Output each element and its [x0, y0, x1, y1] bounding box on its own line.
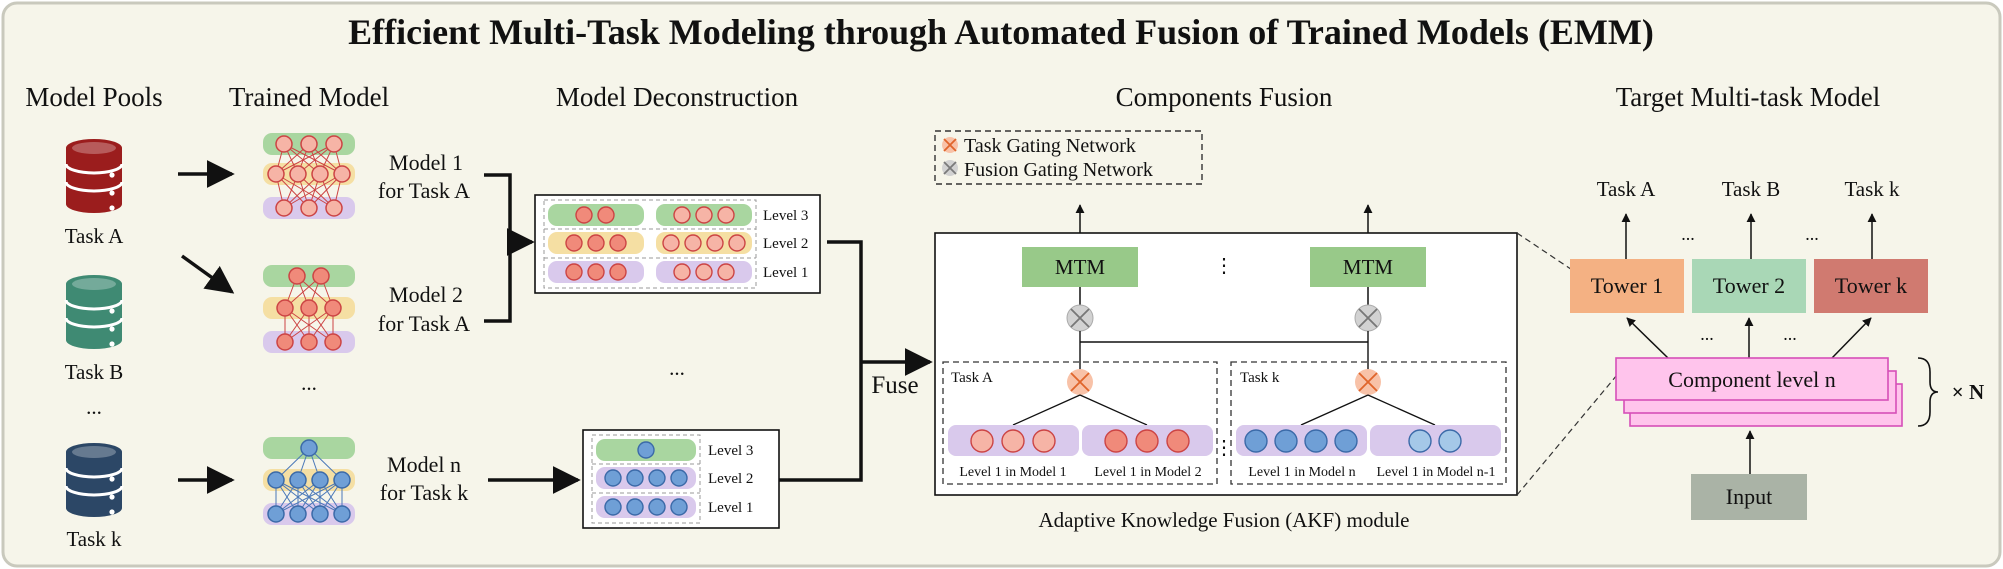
- mtm-label-right: MTM: [1343, 255, 1394, 279]
- nodes-model-1: [970, 429, 1056, 453]
- fuse-label: Fuse: [871, 372, 918, 399]
- model-n-label: Model n: [387, 452, 461, 477]
- figure-title: Efficient Multi-Task Modeling through Au…: [348, 12, 1654, 52]
- target-mid-ellipsis-1: ...: [1700, 324, 1714, 344]
- repeat-brace: [1917, 357, 1939, 427]
- model-2-task: for Task A: [378, 311, 470, 336]
- arrow-pool-to-model-2: [180, 254, 235, 294]
- task-k-gate-lines: [1300, 394, 1436, 426]
- database-icon-task-b: [64, 273, 124, 351]
- target-mid-ellipsis-2: ...: [1783, 324, 1797, 344]
- mtm-vertical-ellipsis: ⋮: [1214, 255, 1234, 277]
- akf-caption: Adaptive Knowledge Fusion (AKF) module: [1039, 508, 1410, 532]
- trained-network-1: [263, 133, 355, 219]
- section-target-model: Target Multi-task Model: [1616, 82, 1881, 112]
- cross-link-lines: [1079, 331, 1369, 370]
- bottom-label-model-2: Level 1 in Model 2: [1094, 465, 1201, 480]
- input-label: Input: [1726, 484, 1772, 509]
- pool-ellipsis: ...: [86, 395, 102, 419]
- deconstruction-ellipsis: ...: [669, 356, 685, 380]
- deco-bottom-level-2: Level 2: [708, 471, 753, 487]
- trained-network-n: [263, 437, 355, 525]
- target-top-ellipsis-2: ...: [1805, 224, 1819, 244]
- database-icon-task-k: [64, 441, 124, 519]
- section-trained-model: Trained Model: [229, 82, 389, 112]
- deco-top-level-3: Level 3: [763, 208, 808, 224]
- fusion-gating-legend-icon: [942, 160, 958, 176]
- model-1-task: for Task A: [378, 178, 470, 203]
- deco-bottom-level-1: Level 1: [708, 500, 753, 516]
- pool-label-task-k: Task k: [66, 527, 122, 551]
- tower-2-box: [1692, 259, 1806, 313]
- model-2-label: Model 2: [389, 282, 463, 307]
- model-n-task: for Task k: [380, 480, 468, 505]
- input-box: [1691, 474, 1807, 520]
- task-gate-icon-a: [1067, 369, 1093, 395]
- component-level-label: Component level n: [1668, 367, 1835, 392]
- legend: [934, 130, 1203, 185]
- section-components-fusion: Components Fusion: [1116, 82, 1333, 112]
- mtm-label-left: MTM: [1055, 255, 1106, 279]
- deco-top-level-2: Level 2: [763, 236, 808, 252]
- task-k-group-label: Task k: [1240, 370, 1280, 386]
- level-block-k2: [1370, 425, 1501, 456]
- pool-label-task-a: Task A: [65, 224, 124, 248]
- tower-k-box: [1814, 259, 1928, 313]
- component-level-box: [1615, 357, 1889, 401]
- fusion-gate-icon-right: [1354, 304, 1382, 332]
- repeat-label: × N: [1952, 380, 1984, 404]
- arrow-component-to-towerk: [1831, 317, 1872, 359]
- model-1-label: Model 1: [389, 150, 463, 175]
- task-a-group-label: Task A: [951, 370, 993, 386]
- nodes-model-n: [1244, 429, 1358, 453]
- tower-1-label: Tower 1: [1591, 273, 1663, 298]
- tower-k-label: Tower k: [1835, 273, 1907, 298]
- task-a-group-box: [942, 361, 1218, 485]
- nodes-model-2: [1104, 429, 1190, 453]
- task-k-group-box: [1230, 361, 1507, 485]
- trained-ellipsis: ...: [301, 371, 317, 395]
- task-a-gate-lines: [1012, 394, 1148, 426]
- legend-task-gating: Task Gating Network: [964, 135, 1136, 157]
- group-vertical-ellipsis: ⋮: [1214, 437, 1234, 459]
- tower-1-box: [1570, 259, 1684, 313]
- target-task-b: Task B: [1722, 177, 1781, 201]
- legend-fusion-gating: Fusion Gating Network: [964, 159, 1153, 181]
- bottom-label-model-n-1: Level 1 in Model n-1: [1377, 465, 1496, 480]
- section-model-deconstruction: Model Deconstruction: [556, 82, 799, 112]
- trained-network-2: [263, 265, 355, 353]
- mtm-box-right: [1310, 247, 1426, 287]
- level-block-k1: [1236, 425, 1367, 456]
- deconstruction-box-bottom: [582, 429, 780, 529]
- task-gate-icon-k: [1355, 369, 1381, 395]
- pool-label-task-b: Task B: [65, 360, 124, 384]
- bottom-label-model-n: Level 1 in Model n: [1248, 465, 1355, 480]
- bottom-label-model-1: Level 1 in Model 1: [959, 465, 1066, 480]
- deco-bottom-level-3: Level 3: [708, 443, 753, 459]
- deconstruction-box-top: [534, 194, 821, 294]
- target-task-a: Task A: [1597, 177, 1656, 201]
- nodes-model-n-1: [1408, 429, 1462, 453]
- target-task-k: Task k: [1844, 177, 1900, 201]
- section-model-pools: Model Pools: [25, 82, 162, 112]
- arrow-component-to-tower1: [1626, 317, 1669, 359]
- tower-2-label: Tower 2: [1713, 273, 1785, 298]
- database-icon-task-a: [64, 137, 124, 215]
- target-top-ellipsis-1: ...: [1681, 224, 1695, 244]
- fusion-gate-icon-left: [1066, 304, 1094, 332]
- deco-top-level-1: Level 1: [763, 265, 808, 281]
- mtm-box-left: [1022, 247, 1138, 287]
- task-gating-legend-icon: [942, 137, 958, 153]
